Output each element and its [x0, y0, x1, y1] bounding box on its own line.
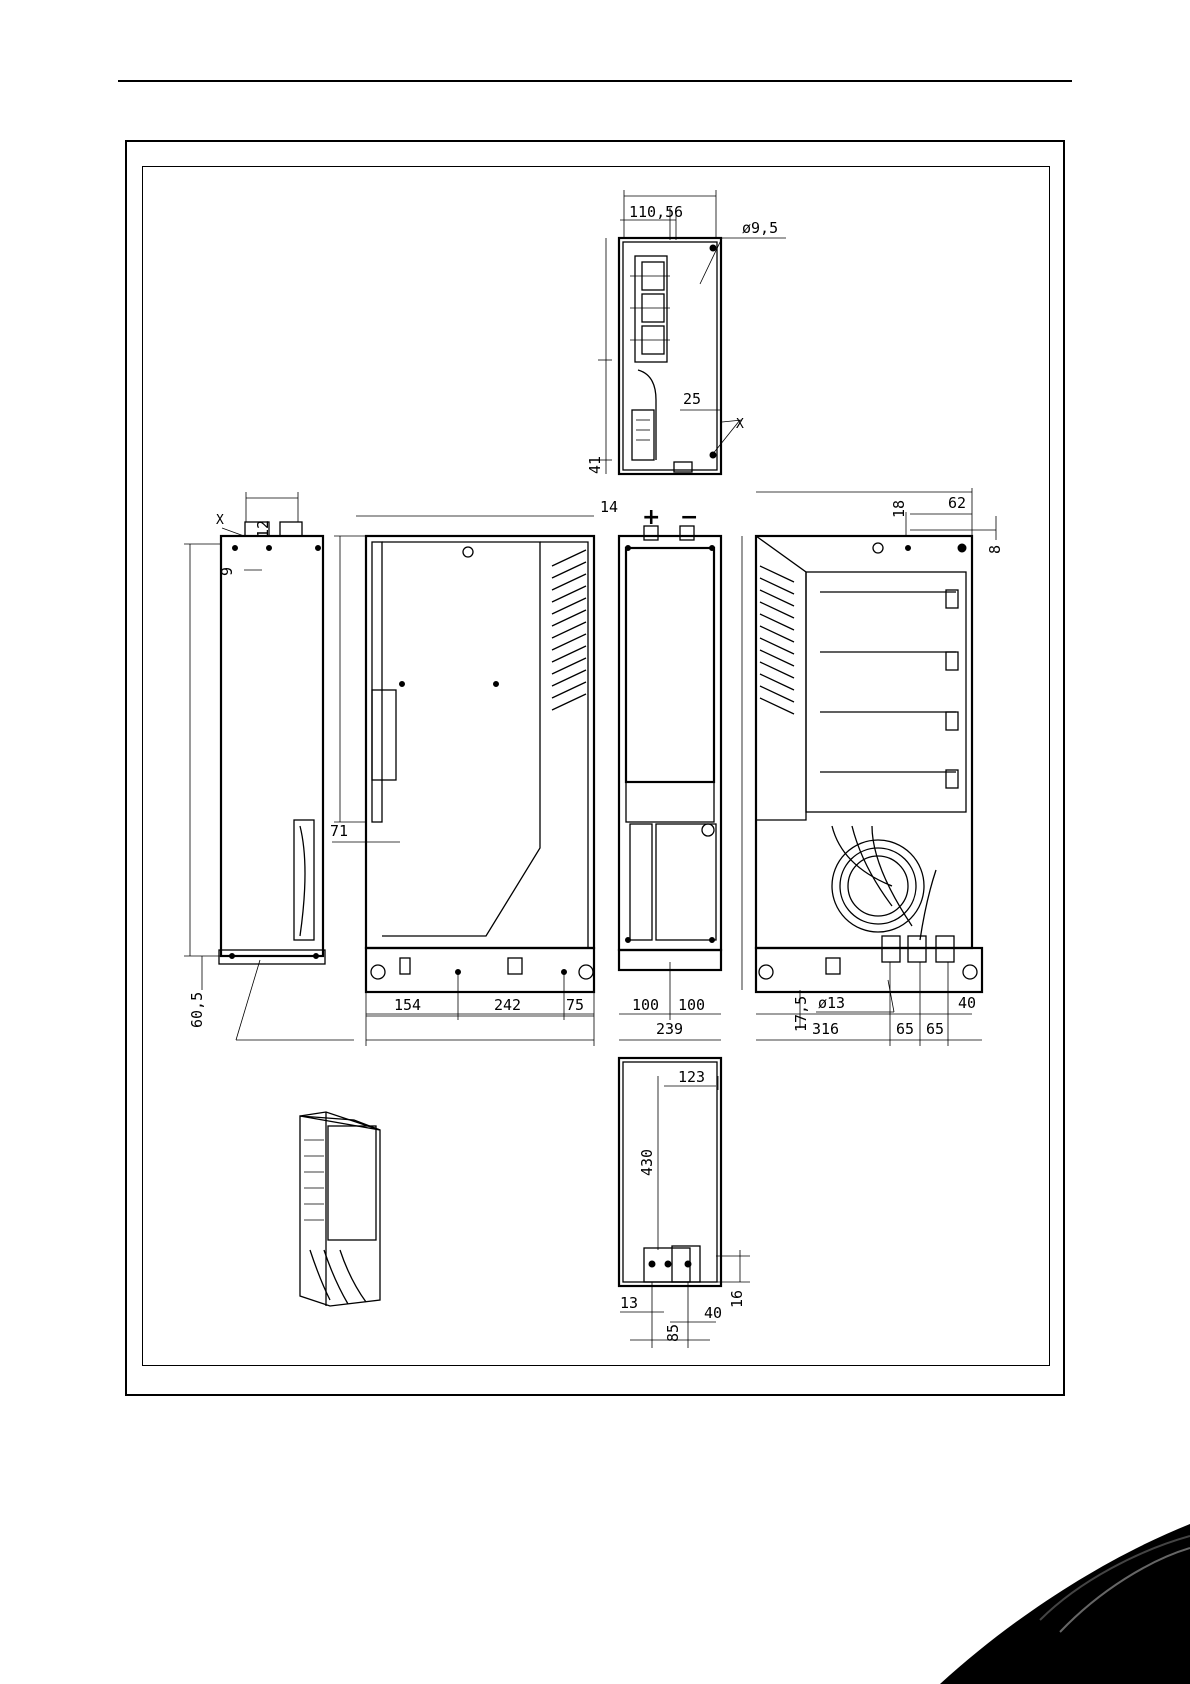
- dim-6: 6: [674, 203, 683, 221]
- dim-14: 14: [600, 498, 618, 516]
- front-view: [619, 526, 742, 1040]
- dim-123: 123: [678, 1068, 705, 1086]
- terminal-plus: +: [642, 505, 660, 530]
- dim-hole-13: ø13: [818, 994, 845, 1012]
- dim-316: 316: [812, 1020, 839, 1038]
- dim-60-5: 60,5: [188, 992, 206, 1028]
- dim-41: 41: [586, 456, 604, 474]
- side-view: [332, 516, 594, 1046]
- dim-62: 62: [948, 494, 966, 512]
- dim-18: 18: [890, 500, 908, 518]
- dim-110-5: 110,5: [629, 203, 674, 221]
- dim-16: 16: [728, 1290, 746, 1308]
- corner-swoosh-decoration: [940, 1524, 1190, 1684]
- dim-40-bottom: 40: [704, 1304, 722, 1322]
- dim-40-right: 40: [958, 994, 976, 1012]
- dim-13: 13: [620, 1294, 638, 1312]
- front-panel: [626, 548, 714, 782]
- dim-430: 430: [638, 1149, 656, 1176]
- front-view-body: [619, 536, 721, 950]
- left-side-view: [184, 492, 354, 1040]
- dim-242: 242: [494, 996, 521, 1014]
- dim-25: 25: [683, 390, 701, 408]
- terminal-minus: −: [680, 505, 698, 530]
- bottom-view-body: [619, 1058, 721, 1286]
- dim-100-right: 100: [678, 996, 705, 1014]
- right-view-body: [756, 536, 972, 948]
- dim-12: 12: [254, 520, 272, 538]
- dim-65-a: 65: [896, 1020, 914, 1038]
- dim-100-left: 100: [632, 996, 659, 1014]
- dim-75: 75: [566, 996, 584, 1014]
- isometric-view: [300, 1112, 380, 1306]
- dim-17-5: 17,5: [792, 996, 810, 1032]
- dim-65-b: 65: [926, 1020, 944, 1038]
- dim-71: 71: [330, 822, 348, 840]
- marker-x-top: X: [736, 417, 744, 432]
- dim-hole-9-5: ø9,5: [742, 219, 778, 237]
- dim-154: 154: [394, 996, 421, 1014]
- left-view-body: [221, 536, 323, 956]
- dim-8: 8: [986, 545, 1004, 554]
- dim-85: 85: [664, 1324, 682, 1342]
- top-view-body: [619, 238, 721, 474]
- dim-239: 239: [656, 1020, 683, 1038]
- right-side-view: [756, 488, 996, 1046]
- marker-x-left: X: [216, 513, 224, 528]
- dim-9: 9: [218, 567, 236, 576]
